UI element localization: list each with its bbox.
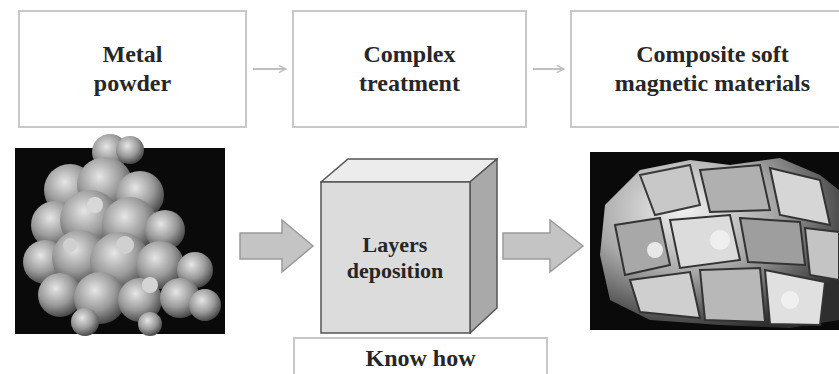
sem-image-powder: [15, 134, 225, 336]
block-arrow: [503, 220, 583, 272]
note-box: Know how: [293, 337, 548, 374]
node-label: Composite soft magnetic materials: [593, 40, 833, 98]
process-box: Complex treatment: [292, 10, 527, 128]
process-box: Composite soft magnetic materials: [570, 10, 839, 128]
cube-block: Layers deposition: [320, 158, 498, 334]
node-label: Layers deposition: [330, 232, 460, 285]
node-label: Know how: [311, 344, 531, 373]
flow-arrow: [533, 68, 564, 70]
node-label: Metal powder: [78, 40, 188, 98]
sem-image-composite: [590, 152, 839, 330]
block-arrow: [240, 220, 313, 272]
node-label: Complex treatment: [345, 40, 475, 98]
flow-arrow: [253, 68, 286, 70]
process-box: Metal powder: [18, 10, 247, 128]
